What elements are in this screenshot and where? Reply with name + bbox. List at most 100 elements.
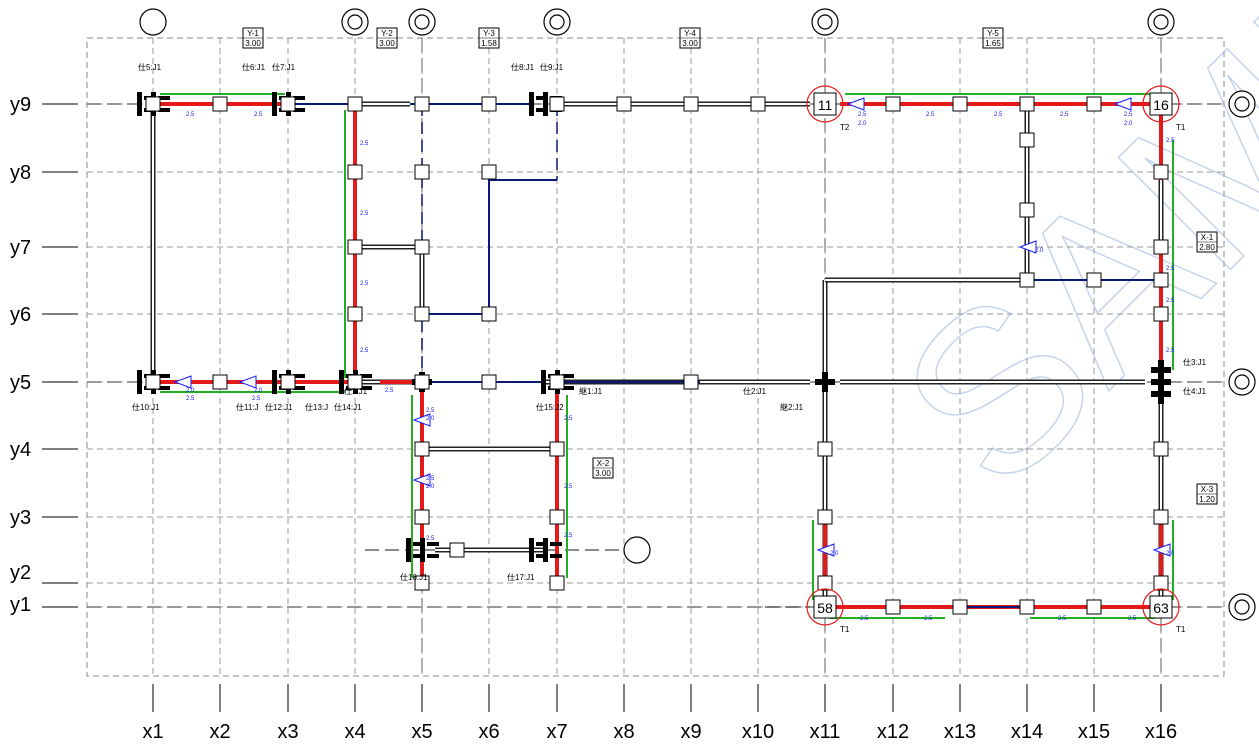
node xyxy=(414,374,430,390)
joint-bracket xyxy=(529,92,534,116)
dimension-label: 2.5 xyxy=(1128,616,1137,622)
node xyxy=(347,96,363,112)
joint-label: 仕17:J1 xyxy=(507,572,535,582)
dimension-label: 2.5 xyxy=(1060,112,1069,118)
dimension-label: 2.0 xyxy=(830,551,839,557)
y-axis-label-y6: y6 xyxy=(10,304,31,326)
x-axis-label-x12: x12 xyxy=(877,721,909,743)
node xyxy=(280,374,296,390)
corner-node-number: 63 xyxy=(1153,600,1169,616)
joint-bracket-bot xyxy=(413,554,425,558)
dimension-label: 2.0 xyxy=(186,388,195,394)
dimension-label: 2.5 xyxy=(426,408,435,414)
joint-label: 仕13:J xyxy=(305,402,328,412)
node xyxy=(750,96,766,112)
x-axis-label-x14: x14 xyxy=(1011,721,1043,743)
node xyxy=(952,96,968,112)
node xyxy=(1153,575,1169,591)
corner-node-box xyxy=(1149,92,1173,116)
dimension-label: 2.5 xyxy=(858,112,867,118)
joint-label: 仕5:J1 xyxy=(138,62,162,72)
marker-x7 xyxy=(543,8,571,36)
x-axis-label-x3: x3 xyxy=(277,721,298,743)
x-axis-label-x16: x16 xyxy=(1145,721,1177,743)
corner-node-tag: T2 xyxy=(840,123,850,132)
joint-bracket-top xyxy=(562,374,574,378)
marker-x7-inner xyxy=(549,14,565,30)
node xyxy=(885,96,901,112)
marker-y1 xyxy=(1228,593,1256,621)
x-axis-label-x11: x11 xyxy=(810,721,841,743)
y-axis-label-y2: y2 xyxy=(10,562,31,584)
node xyxy=(549,96,565,112)
joint-ibeam-web xyxy=(1158,384,1164,404)
node xyxy=(817,575,833,591)
span-box-value: 1.65 xyxy=(985,39,1001,48)
span-box-value: 1.20 xyxy=(1199,495,1215,504)
joint-bracket-top xyxy=(413,542,425,546)
node xyxy=(549,575,565,591)
node xyxy=(1019,96,1035,112)
node xyxy=(1019,599,1035,615)
corner-node-number: 11 xyxy=(818,97,833,113)
load-triangle xyxy=(1152,543,1171,557)
dimension-label: 2.0 xyxy=(858,121,867,127)
dimension-label: 2.0 xyxy=(426,416,435,422)
marker-x16 xyxy=(1147,8,1175,36)
node xyxy=(817,509,833,525)
node xyxy=(481,374,497,390)
marker-x5 xyxy=(408,8,436,36)
span-box-name: X-3 xyxy=(1201,485,1214,494)
joint-bracket-bot xyxy=(536,108,548,112)
corner-node-ring xyxy=(806,588,844,626)
joint-label: 仕2:J1 xyxy=(743,386,767,396)
joint-bracket xyxy=(272,370,277,394)
node xyxy=(145,374,161,390)
node xyxy=(817,441,833,457)
dimension-label: 2.5 xyxy=(385,388,394,394)
node xyxy=(683,374,699,390)
joint-label: 仕16:J1 xyxy=(400,572,428,582)
span-box-value: 3.00 xyxy=(595,469,611,478)
y-axis-label-y3: y3 xyxy=(10,507,31,529)
x-axis-label-x4: x4 xyxy=(344,721,365,743)
dimension-label: 2.5 xyxy=(564,416,573,422)
x-axis-label-x9: x9 xyxy=(680,721,701,743)
node xyxy=(347,306,363,322)
node xyxy=(481,96,497,112)
marker-x11-inner xyxy=(817,14,833,30)
y-axis-label-y9: y9 xyxy=(10,94,31,116)
node xyxy=(1153,441,1169,457)
joint-label: 仕8:J1 xyxy=(511,62,535,72)
joint-label: 仕3:J1 xyxy=(1183,357,1207,367)
dimension-label: 2.0 xyxy=(254,388,263,394)
marker-y9 xyxy=(1228,90,1256,118)
joint-bracket-bot xyxy=(158,108,170,112)
joint-bracket xyxy=(543,92,548,116)
marker-y5-inner xyxy=(1234,374,1250,390)
joint-label: 仕11:J xyxy=(236,402,259,412)
node xyxy=(481,164,497,180)
dimension-label: 2.5 xyxy=(926,112,935,118)
dimension-label: 2.5 xyxy=(1166,266,1175,272)
node xyxy=(1153,239,1169,255)
watermark: SAMPLE xyxy=(852,0,1259,535)
joint-label: 仕14:J1 xyxy=(334,402,362,412)
corner-node-tag: T1 xyxy=(1176,625,1186,634)
node xyxy=(347,239,363,255)
joint-ibeam-web xyxy=(1158,372,1164,392)
node xyxy=(549,374,565,390)
x-axis-label-x2: x2 xyxy=(209,721,230,743)
node xyxy=(414,164,430,180)
load-triangle xyxy=(412,413,431,427)
dimension-label: 2.5 xyxy=(186,112,195,118)
y-axis-label-y4: y4 xyxy=(10,439,31,461)
dimension-label: 2.5 xyxy=(360,281,369,287)
corner-node-ring xyxy=(1142,588,1180,626)
y-axis-label-y7: y7 xyxy=(10,237,31,259)
span-box-name: Y-4 xyxy=(684,29,696,38)
joint-bracket-top xyxy=(158,374,170,378)
corner-node-tag: T1 xyxy=(1176,123,1186,132)
